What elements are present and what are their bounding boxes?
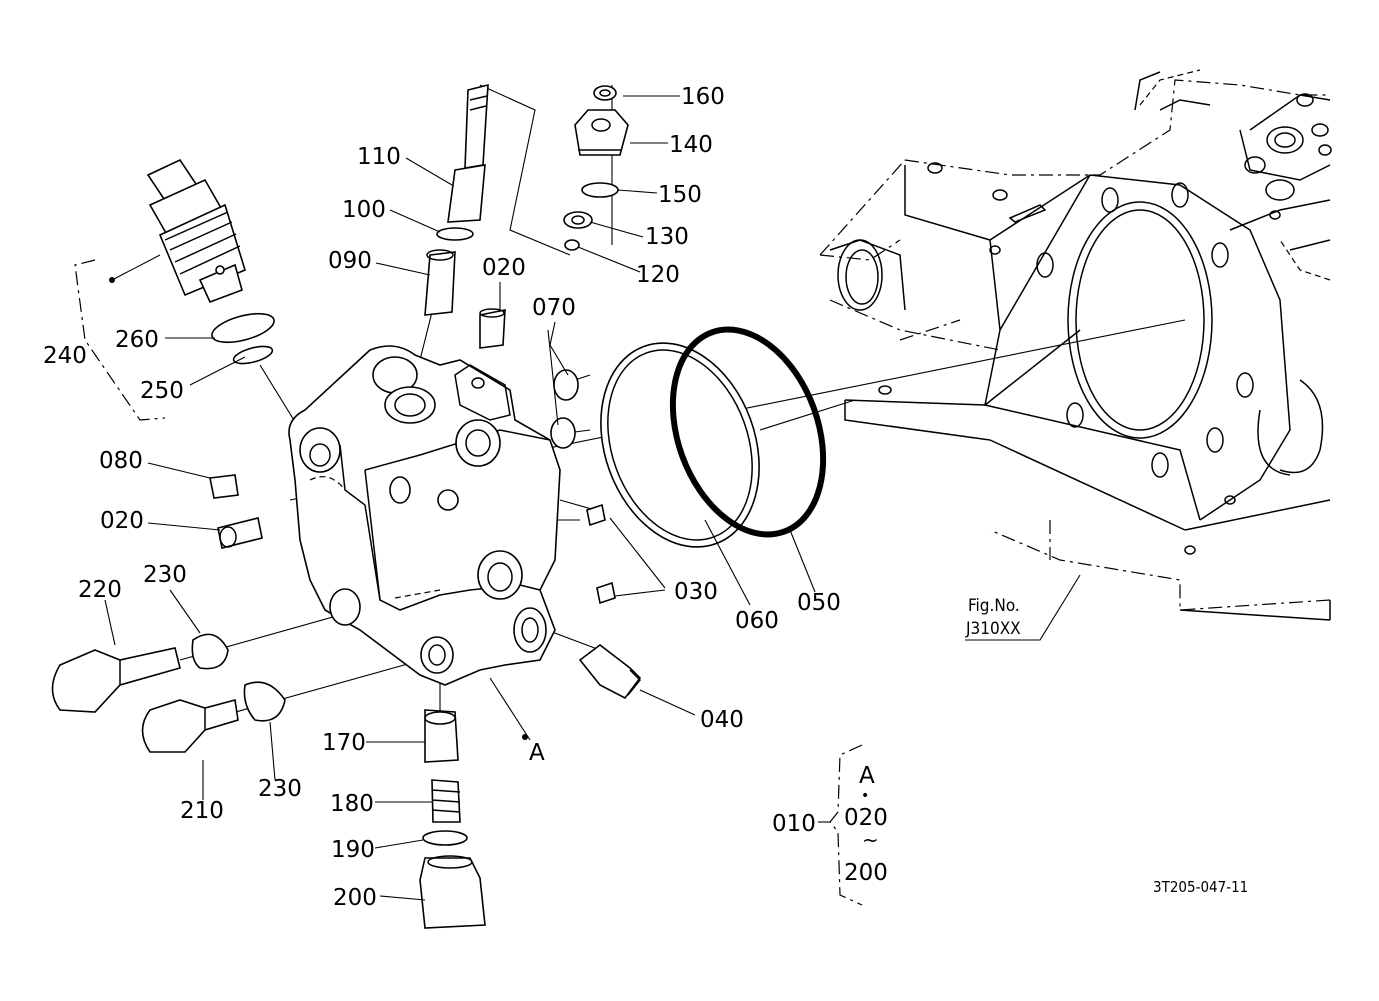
figure-reference: Fig.No. J310XX bbox=[965, 596, 1021, 639]
label-a: A bbox=[529, 740, 545, 766]
group-ref-a: A bbox=[859, 763, 875, 789]
group-010-range: A • 020 ~ 200 bbox=[844, 763, 888, 886]
label-260: 260 bbox=[115, 327, 159, 353]
label-020-left: 020 bbox=[100, 508, 144, 534]
group-dot: • bbox=[861, 788, 869, 804]
label-230-bottom: 230 bbox=[258, 776, 302, 802]
group-from: 020 bbox=[844, 805, 888, 831]
leader-lines bbox=[104, 95, 1081, 901]
group-to: 200 bbox=[844, 860, 888, 886]
fig-no-value: J310XX bbox=[965, 619, 1021, 639]
label-230-top: 230 bbox=[143, 562, 187, 588]
check-valve-parts bbox=[419, 709, 486, 929]
part-labels: 160 140 150 130 120 110 100 090 020 070 … bbox=[43, 84, 841, 911]
label-170: 170 bbox=[322, 730, 366, 756]
label-140: 140 bbox=[669, 132, 713, 158]
plug-parts bbox=[563, 85, 629, 251]
label-150: 150 bbox=[658, 182, 702, 208]
label-050: 050 bbox=[797, 590, 841, 616]
label-010: 010 bbox=[772, 811, 816, 837]
bracket-010 bbox=[818, 744, 863, 906]
drawing-code: 3T205-047-11 bbox=[1153, 878, 1248, 896]
label-130: 130 bbox=[645, 224, 689, 250]
label-070: 070 bbox=[532, 295, 576, 321]
label-110: 110 bbox=[357, 144, 401, 170]
label-250: 250 bbox=[140, 378, 184, 404]
group-tilde: ~ bbox=[862, 828, 879, 852]
label-030: 030 bbox=[674, 579, 718, 605]
label-220: 220 bbox=[78, 577, 122, 603]
label-090: 090 bbox=[328, 248, 372, 274]
label-060: 060 bbox=[735, 608, 779, 634]
label-240: 240 bbox=[43, 343, 87, 369]
label-190: 190 bbox=[331, 837, 375, 863]
seal-rings bbox=[600, 326, 827, 548]
transmission-housing bbox=[819, 69, 1332, 621]
valve-body bbox=[288, 345, 561, 686]
bolts bbox=[51, 633, 286, 753]
label-080: 080 bbox=[99, 448, 143, 474]
label-210: 210 bbox=[180, 798, 224, 824]
fig-no-label: Fig.No. bbox=[968, 596, 1020, 616]
label-120: 120 bbox=[636, 262, 680, 288]
label-020-top: 020 bbox=[482, 255, 526, 281]
fittings bbox=[209, 308, 642, 700]
label-040: 040 bbox=[700, 707, 744, 733]
relief-valve-assy bbox=[74, 158, 275, 421]
label-180: 180 bbox=[330, 791, 374, 817]
label-100: 100 bbox=[342, 197, 386, 223]
spool-parts bbox=[424, 83, 489, 316]
label-160: 160 bbox=[681, 84, 725, 110]
label-200: 200 bbox=[333, 885, 377, 911]
